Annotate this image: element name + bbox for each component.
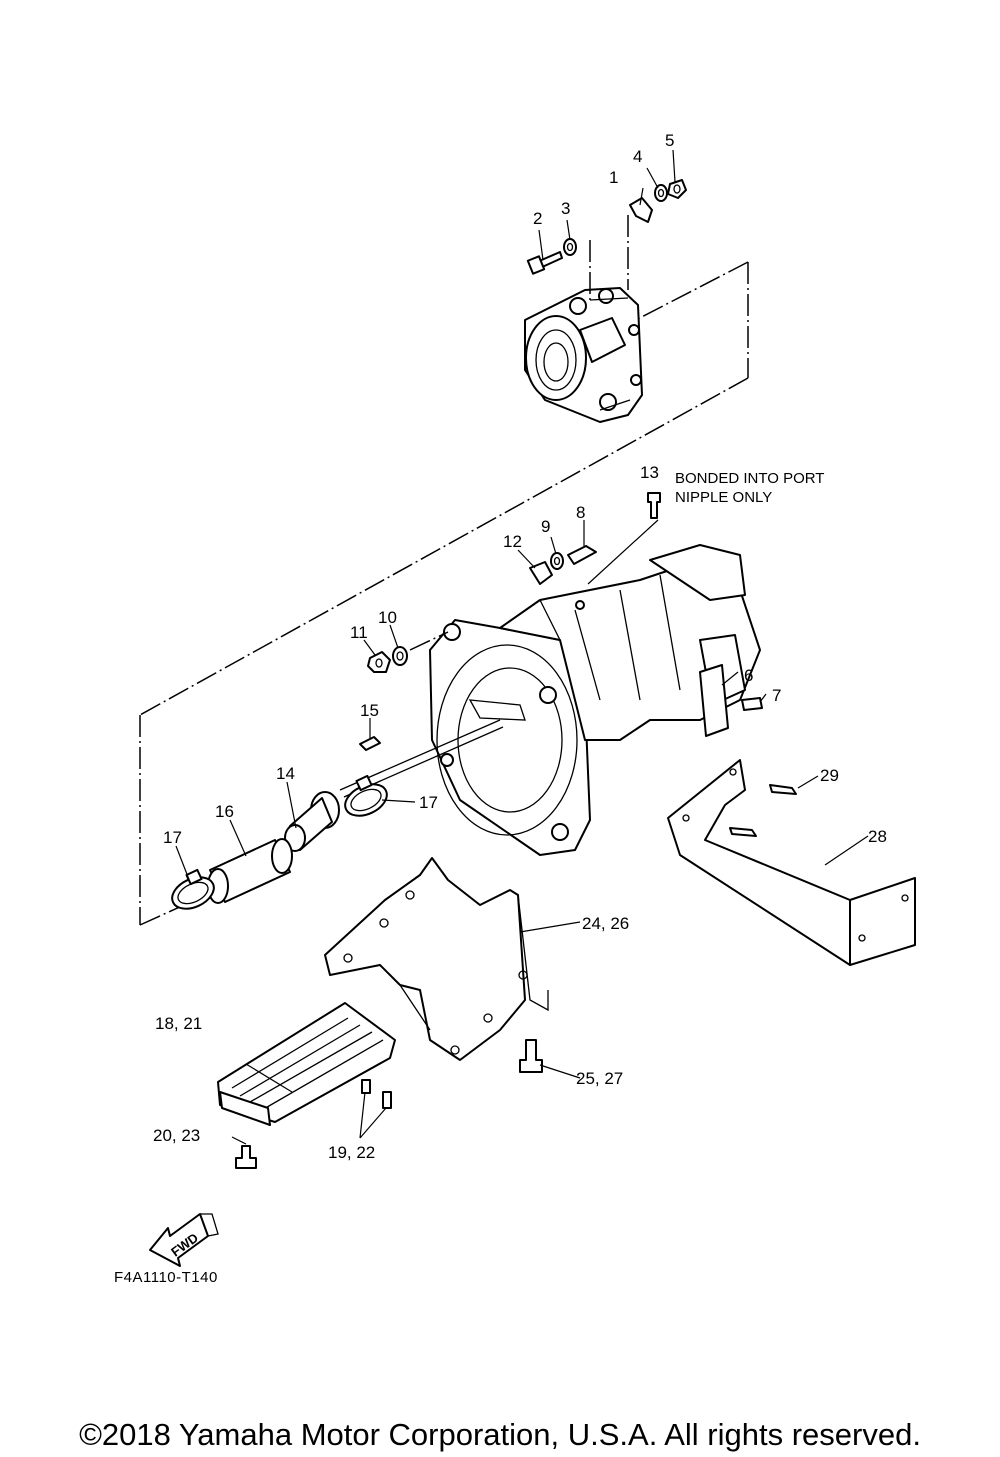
screw-20 — [235, 1145, 257, 1169]
callout-17-left: 17 — [163, 828, 182, 847]
washer-4 — [654, 184, 668, 202]
washer-9 — [550, 552, 564, 570]
bolt-8 — [567, 545, 597, 565]
callout-10: 10 — [378, 608, 397, 627]
callout-16: 16 — [215, 802, 234, 821]
fwd-arrow-icon — [149, 1213, 219, 1267]
nut-5 — [667, 179, 687, 199]
sleeve-16 — [207, 838, 293, 904]
bolt-2 — [526, 251, 563, 275]
intake-duct-24 — [324, 857, 549, 1061]
screw-29-top — [769, 784, 797, 795]
assembly-outline — [139, 261, 749, 926]
callout-5: 5 — [665, 131, 674, 150]
washer-10 — [392, 646, 408, 666]
nipple-13 — [647, 492, 661, 519]
bolt-7 — [741, 697, 763, 711]
clip-12 — [529, 561, 553, 585]
callout-11: 11 — [350, 623, 368, 642]
intake-grate-18 — [217, 1002, 396, 1126]
bolt-25 — [519, 1039, 543, 1073]
nut-11 — [367, 651, 391, 673]
clamp-17-right — [344, 774, 388, 817]
callout-19-22: 19, 22 — [328, 1143, 375, 1162]
callout-4: 4 — [633, 147, 642, 166]
callout-14: 14 — [276, 764, 295, 783]
screw-19-right — [382, 1091, 392, 1109]
callout-13: 13 — [640, 463, 659, 482]
note-line-1: BONDED INTO PORT — [675, 470, 824, 487]
screw-19-left — [361, 1079, 371, 1094]
callout-2: 2 — [533, 209, 542, 228]
callout-7: 7 — [772, 686, 781, 705]
callout-25-27: 25, 27 — [576, 1069, 623, 1088]
jet-pump-housing — [429, 544, 761, 856]
copyright-notice: ©2018 Yamaha Motor Corporation, U.S.A. A… — [79, 1417, 921, 1452]
screw-29-bottom — [729, 827, 757, 837]
boot-14 — [284, 791, 340, 852]
upper-housing — [524, 287, 643, 423]
leader-lines — [175, 149, 869, 1145]
callout-24-26: 24, 26 — [582, 914, 629, 933]
callout-8: 8 — [576, 503, 585, 522]
clamp-17-left — [171, 868, 215, 910]
callout-9: 9 — [541, 517, 550, 536]
plate-28 — [667, 759, 916, 966]
callout-28: 28 — [868, 827, 887, 846]
callout-12: 12 — [503, 532, 522, 551]
callout-15: 15 — [360, 701, 379, 720]
screw-15 — [359, 736, 381, 751]
callout-1: 1 — [609, 168, 618, 187]
diagram-code: F4A1110-T140 — [114, 1269, 218, 1286]
callout-3: 3 — [561, 199, 570, 218]
callout-18-21: 18, 21 — [155, 1014, 202, 1033]
washer-3 — [563, 238, 577, 256]
callout-6: 6 — [744, 666, 753, 685]
callout-20-23: 20, 23 — [153, 1126, 200, 1145]
note-line-2: NIPPLE ONLY — [675, 489, 772, 506]
bracket-6 — [699, 664, 729, 737]
stud-leaders — [589, 215, 629, 300]
clip-1 — [629, 197, 653, 223]
callout-17-right: 17 — [419, 793, 438, 812]
callout-29: 29 — [820, 766, 839, 785]
